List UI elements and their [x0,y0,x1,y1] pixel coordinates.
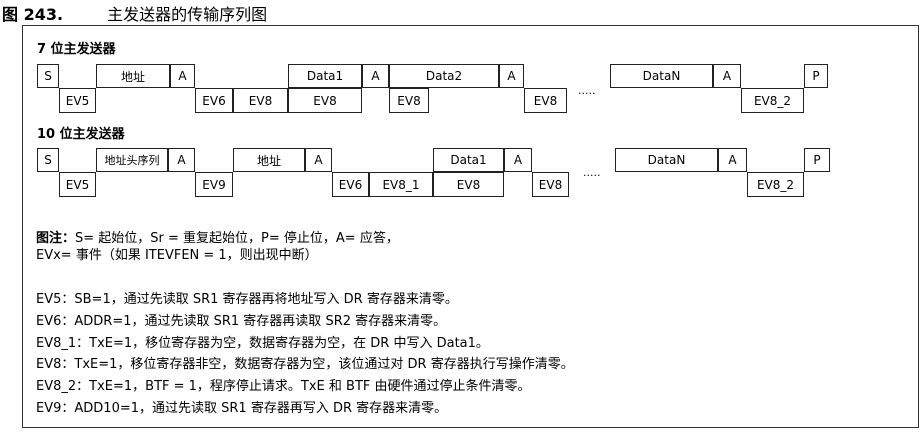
seq10-header-box: 地址头序列 [96,148,168,172]
seq7-ack-box: A [362,64,389,88]
figure-caption: 主发送器的传输序列图 [107,5,268,24]
seq10-title: 10 位主发送器 [37,127,125,142]
seq7-event-cell: EV8 [233,88,288,113]
seq10-event-cell: EV8_1 [369,172,433,197]
note-ev5: EV5：SB=1，通过先读取 SR1 寄存器再将地址写入 DR 寄存器来清零。 [36,292,458,307]
note-ev6: EV6：ADDR=1，通过先读取 SR1 寄存器再读取 SR2 寄存器来清零。 [36,313,447,329]
seq10-event-cell: EV9 [195,172,233,197]
note-ev9: EV9：ADD10=1，通过先读取 SR1 寄存器再写入 DR 寄存器来清零。 [36,400,448,416]
seq10-ack-box: A [718,148,747,172]
seq7-event-cell: EV8 [389,88,429,113]
note-ev8-2: EV8_2：TxE=1，BTF = 1，程序停止请求。TxE 和 BTF 由硬件… [36,379,531,395]
note-ev8: EV8：TxE=1，移位寄存器非空，数据寄存器为空，该位通过对 DR 寄存器执行… [36,357,574,373]
seq7-event-cell: EV6 [195,88,233,113]
seq7-address-box: 地址 [96,64,170,88]
seq7-ack-box: A [170,64,195,88]
legend-line-1: 图注：S= 起始位，Sr = 重复起始位，P= 停止位，A= 应答， [36,230,399,247]
seq7-title: 7 位主发送器 [37,42,116,57]
event-notes: EV5：SB=1，通过先读取 SR1 寄存器再将地址写入 DR 寄存器来清零。 … [36,289,574,420]
seq7-start-box: S [37,64,59,88]
seq7-ellipsis: ..... [578,84,596,97]
seq10-datan-box: DataN [615,148,718,172]
seq7-event-cell: EV8_2 [741,88,804,113]
note-ev8-1: EV8_1：TxE=1，移位寄存器为空，数据寄存器为空，在 DR 中写入 Dat… [36,335,489,351]
seq10-ack-box: A [305,148,332,172]
legend-label: 图注： [36,231,76,246]
seq10-stop-box: P [804,148,830,172]
legend-text-2: EVx= 事件（如果 ITEVFEN = 1，则出现中断） [36,248,318,263]
legend-text-1: S= 起始位，Sr = 重复起始位，P= 停止位，A= 应答， [75,231,399,246]
seq10-event-cell: EV5 [59,172,96,197]
seq10-event-cell: EV8 [433,172,504,197]
seq10-event-cell: EV6 [332,172,369,197]
seq7-event-cell: EV8 [288,88,362,113]
legend-line-2: EVx= 事件（如果 ITEVFEN = 1，则出现中断） [36,247,318,264]
seq10-start-box: S [37,148,59,172]
seq10-ack-box: A [168,148,195,172]
seq7-datan-box: DataN [610,64,713,88]
seq10-event-cell: EV8 [532,172,569,197]
seq7-event-cell: EV5 [59,88,96,113]
figure-title: 图 243. 主发送器的传输序列图 [2,1,267,25]
seq10-address-box: 地址 [233,148,305,172]
seq10-ellipsis: ..... [583,166,601,179]
seq10-event-cell: EV8_2 [747,172,804,197]
seq7-event-cell: EV8 [524,88,567,113]
seq7-stop-box: P [804,64,828,88]
seq7-ack-box: A [499,64,524,88]
seq10-data1-box: Data1 [433,148,504,172]
figure-number: 图 243. [2,5,64,24]
seq7-ack-box: A [713,64,741,88]
seq7-data2-box: Data2 [389,64,499,88]
seq10-ack-box: A [504,148,532,172]
seq7-data1-box: Data1 [288,64,362,88]
diagram-frame [22,25,919,428]
